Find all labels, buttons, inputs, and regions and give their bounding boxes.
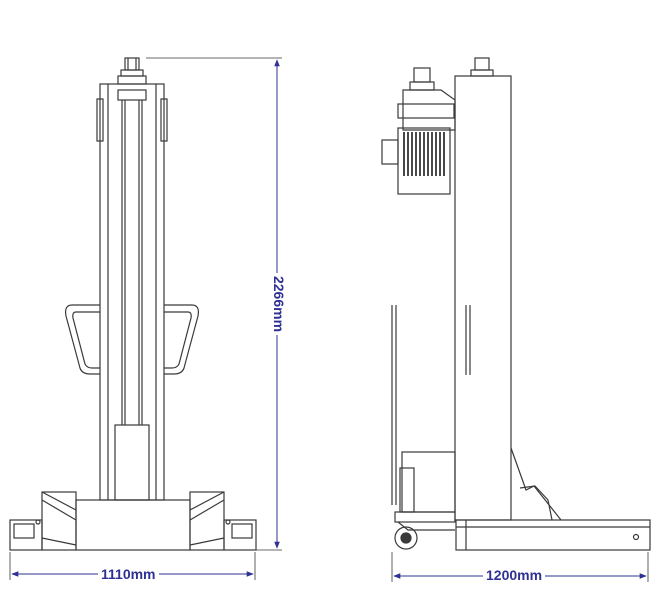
height-label: 2266mm xyxy=(271,272,288,336)
side-lower-assembly xyxy=(394,451,456,550)
front-column xyxy=(96,83,168,501)
front-handle xyxy=(65,304,199,375)
front-view xyxy=(9,57,257,551)
side-view xyxy=(381,57,651,551)
side-column xyxy=(391,57,512,521)
front-width-label: 1110mm xyxy=(98,566,159,582)
dimension-lines xyxy=(9,57,649,582)
front-base xyxy=(9,491,257,551)
motor xyxy=(381,67,456,195)
motor-fins xyxy=(403,132,445,176)
side-width-label: 1200mm xyxy=(483,567,546,583)
front-top-fitting xyxy=(117,57,147,85)
wheel xyxy=(394,526,418,550)
side-base xyxy=(455,447,651,551)
